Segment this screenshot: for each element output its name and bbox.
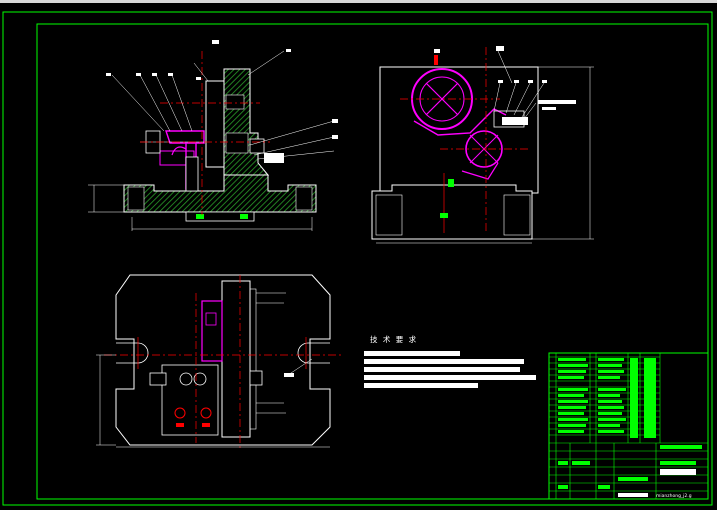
technical-requirements: 技 术 要 求 (364, 334, 536, 388)
inner-frame (36, 23, 709, 500)
drawing-filename: mianzhong_j2.g (656, 493, 692, 499)
title-bar-strip (0, 0, 717, 3)
top-view (96, 274, 344, 449)
side-view (371, 46, 594, 244)
cad-drawing-canvas[interactable]: 技 术 要 求 (0, 3, 717, 510)
outer-frame (2, 11, 713, 506)
title-block: mianzhong_j2.g (548, 352, 709, 500)
notes-heading: 技 术 要 求 (370, 334, 418, 344)
front-view (88, 40, 338, 231)
